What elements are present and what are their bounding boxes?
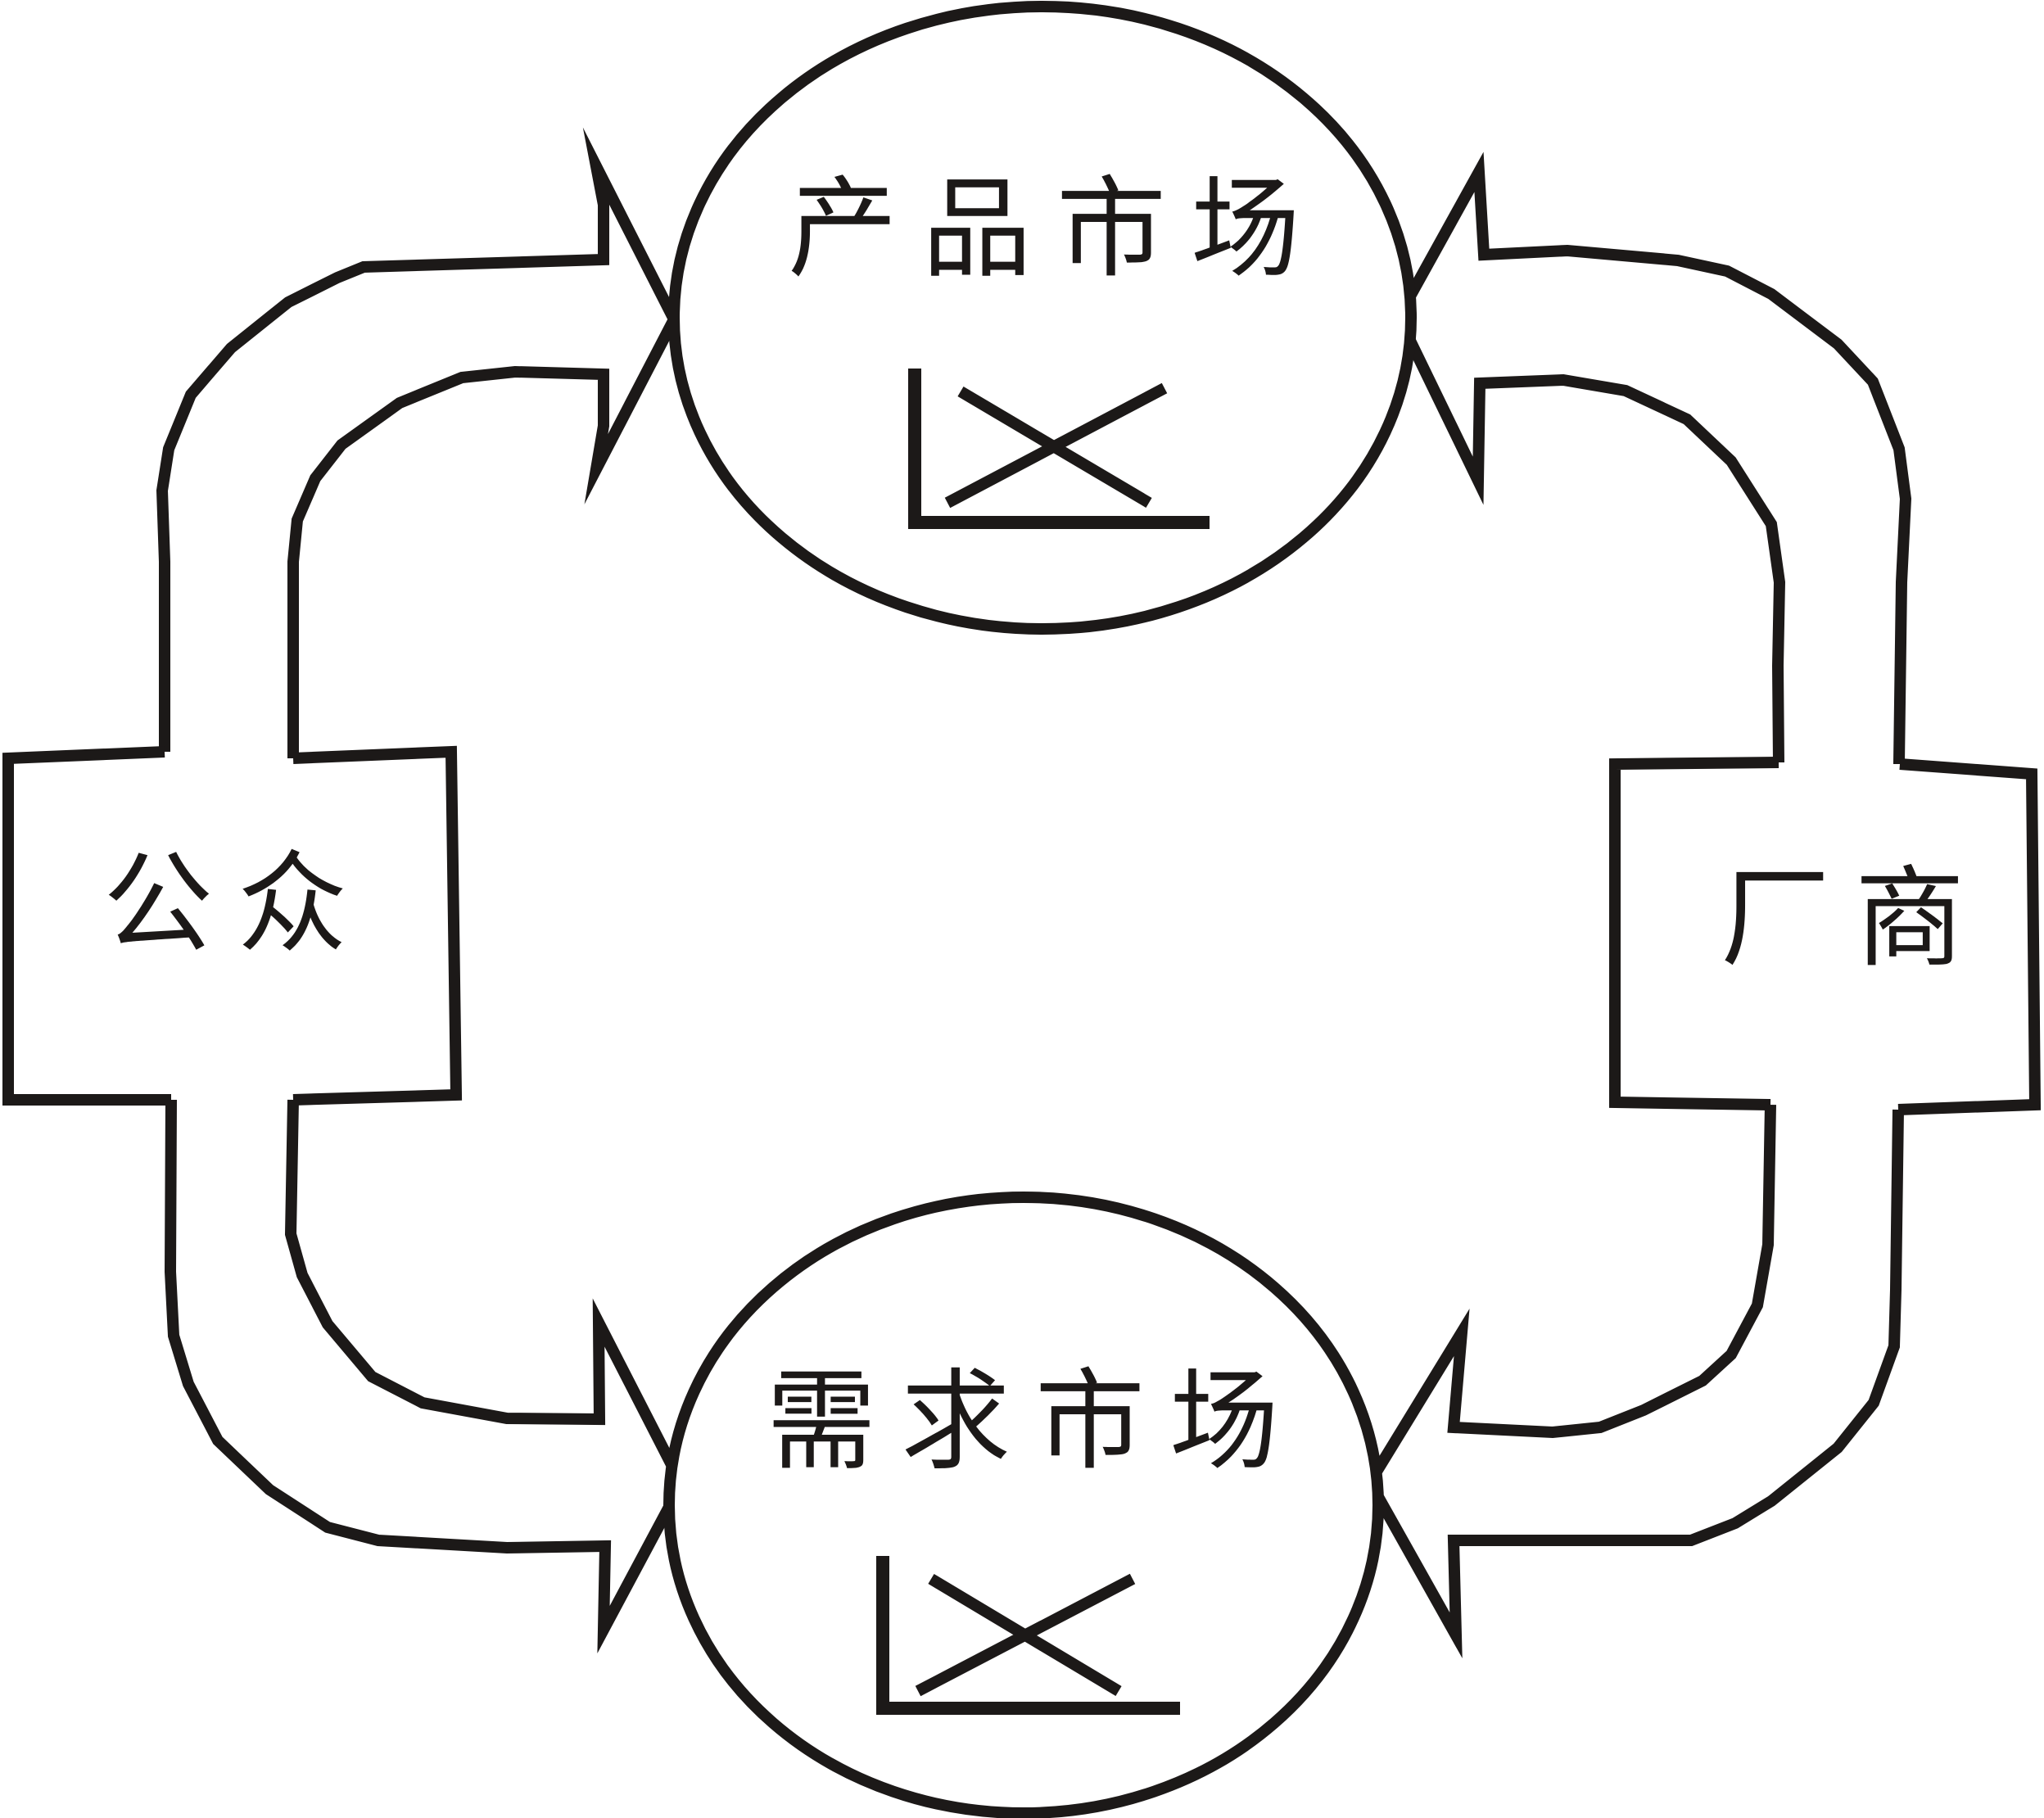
firms-to-product-arrow	[1392, 152, 1912, 764]
public-label: 公众	[103, 840, 372, 968]
chart-axis	[908, 369, 1210, 529]
public-flow-shape	[2, 127, 688, 1654]
firms-to-demand-arrow	[1363, 1104, 1904, 1659]
firms-flow-shape	[1363, 152, 2042, 1659]
public-box	[2, 745, 463, 1106]
firms-box	[1609, 757, 2042, 1115]
supply-curve	[915, 1573, 1136, 1697]
supply-curve	[944, 382, 1168, 509]
supply-demand-curve-icon	[876, 1556, 1180, 1715]
firms-label: 厂商	[1721, 855, 1989, 983]
product-market-label: 产品市场	[788, 165, 1325, 293]
public-to-product-arrow	[156, 127, 681, 758]
demand-market-ellipse	[663, 1192, 1384, 1818]
product-market-ellipse	[668, 1, 1417, 635]
product-market-node: 产品市场	[668, 1, 1417, 635]
supply-demand-curve-icon	[908, 369, 1210, 529]
public-to-demand-arrow	[164, 1099, 688, 1654]
demand-market-node: 需求市场	[663, 1192, 1384, 1818]
chart-axis	[876, 1556, 1180, 1715]
demand-market-label: 需求市场	[766, 1358, 1304, 1486]
